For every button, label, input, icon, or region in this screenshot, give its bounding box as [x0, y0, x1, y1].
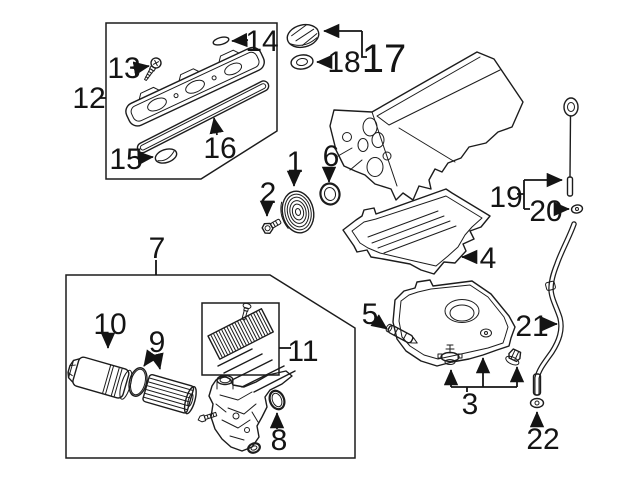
callout-19: 19: [489, 181, 522, 214]
housing-o-ring: [268, 389, 286, 411]
valve-cover-group-box: [100, 22, 278, 180]
callout-7: 7: [149, 232, 166, 265]
oil-filter-housing: [208, 370, 293, 452]
filler-cap-gasket: [290, 54, 314, 70]
callout-17: 17: [362, 37, 407, 81]
lower-oil-pan: [392, 279, 516, 367]
callout-lines: [100, 23, 570, 429]
oil-cooler-bolt: [241, 302, 252, 321]
callout-16: 16: [203, 132, 236, 165]
callout-11: 11: [287, 335, 318, 368]
callout-22: 22: [526, 423, 559, 456]
small-oval-seal: [212, 36, 230, 46]
callout-4: 4: [480, 242, 497, 275]
callout-labels: 1 2 3 4 5 6 7 8 9 10 11 12 13 14 15 16 1…: [72, 25, 562, 457]
callout-20: 20: [529, 195, 562, 228]
callout-9: 9: [149, 326, 166, 359]
oil-drain-plug: [505, 348, 522, 366]
callout-13: 13: [107, 52, 140, 85]
callout-12: 12: [72, 82, 105, 115]
callout-8: 8: [271, 424, 288, 457]
oil-level-sensor: [437, 344, 463, 365]
oil-cooler: [207, 308, 274, 360]
callout-18: 18: [327, 46, 360, 79]
oil-filter-housing-group-box: [65, 260, 356, 459]
dipstick-grommet: [570, 204, 584, 214]
spark-plug-tube-seal: [154, 148, 178, 164]
valve-cover: [125, 46, 265, 127]
crankshaft-pulley: [280, 190, 315, 234]
callout-14: 14: [245, 25, 278, 58]
tube-seal-washer: [529, 397, 545, 409]
dipstick-tube: [532, 221, 577, 396]
cover-bolt: [144, 57, 162, 81]
pulley-bolt: [261, 218, 282, 234]
callout-2: 2: [260, 177, 277, 210]
callout-5: 5: [362, 298, 379, 331]
oil-filter-cap: [67, 356, 133, 400]
callout-10: 10: [93, 308, 126, 341]
valve-cover-gasket: [136, 80, 270, 154]
upper-oil-pan-tray: [342, 188, 491, 275]
callout-15: 15: [109, 143, 142, 176]
oil-filler-cap: [286, 23, 320, 49]
engine-block: [329, 51, 524, 201]
housing-bottom-seal: [247, 442, 261, 454]
callout-6: 6: [323, 140, 340, 173]
crankshaft-front-seal: [319, 182, 341, 206]
callout-1: 1: [287, 146, 304, 179]
callout-21: 21: [515, 310, 548, 343]
housing-screw: [197, 411, 218, 423]
callout-3: 3: [462, 388, 479, 421]
filter-cap-o-ring: [128, 367, 148, 397]
oil-cooler-gasket-lines: [217, 348, 296, 393]
oil-pan-baffle: [385, 323, 418, 344]
oil-filter-element: [142, 374, 197, 415]
oil-dipstick: [563, 97, 579, 197]
